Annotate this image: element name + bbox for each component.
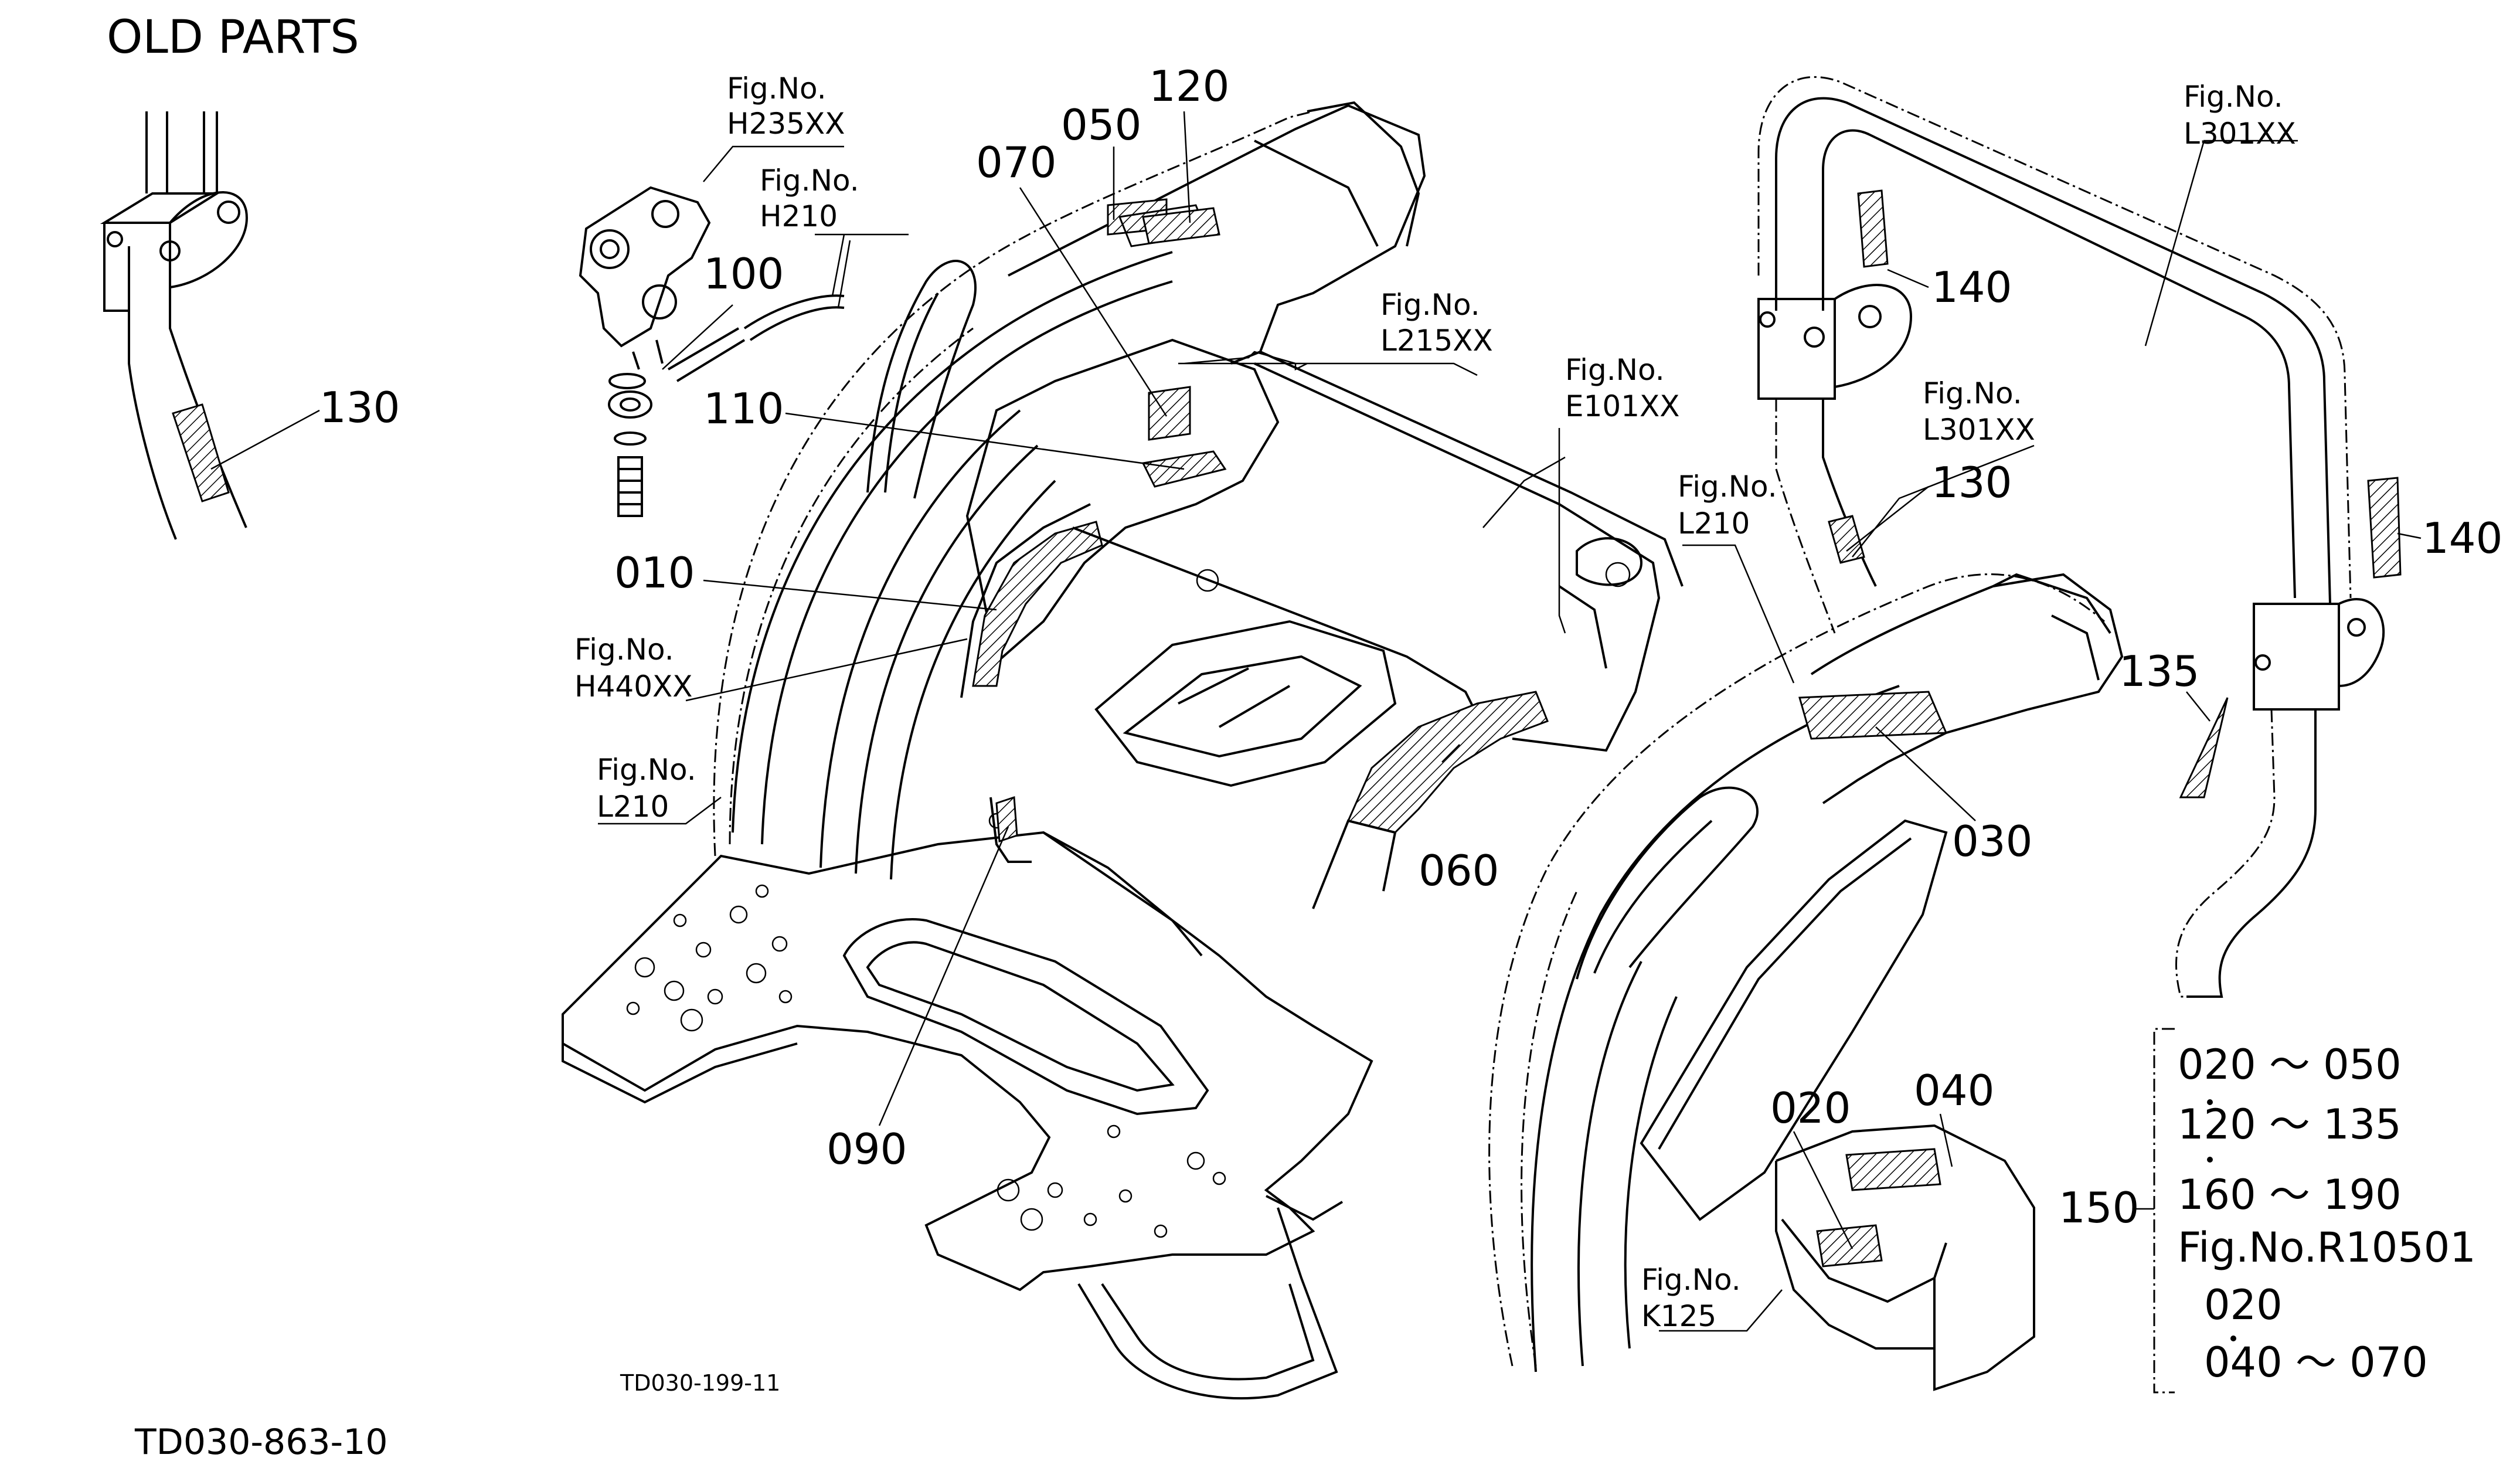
part-090: 090 <box>827 1124 907 1174</box>
svg-text:Fig.No.: Fig.No. <box>1678 470 1777 504</box>
svg-text:L210: L210 <box>1678 507 1750 541</box>
svg-text:Fig.No.: Fig.No. <box>1641 1263 1741 1297</box>
part-150: 150 <box>2059 1183 2139 1232</box>
leader-130-rops <box>1846 486 1929 552</box>
part-010: 010 <box>614 548 695 597</box>
part-040: 040 <box>1914 1066 1994 1115</box>
fig-ref-l215xx: Fig.No. L215XX <box>1380 288 1493 358</box>
old-bracket-drawing <box>100 111 248 540</box>
leader-070 <box>1019 187 1168 417</box>
leader-090 <box>878 826 1009 1126</box>
fig-ref-l301xx-mid: Fig.No. L301XX <box>1923 376 2035 447</box>
kit-line-1: 020 ～ 050 <box>2178 1041 2402 1089</box>
svg-text:H235XX: H235XX <box>727 107 845 141</box>
part-130-rops: 130 <box>1931 458 2012 507</box>
part-140-right: 140 <box>2422 514 2502 563</box>
part-030: 030 <box>1952 817 2032 866</box>
part-050: 050 <box>1061 100 1141 149</box>
leader-135 <box>2186 691 2210 722</box>
svg-text:L210: L210 <box>597 790 669 824</box>
svg-text:Fig.No.: Fig.No. <box>1380 288 1480 322</box>
leader-fig-l210-right <box>1682 544 1795 684</box>
leader-130-old <box>210 409 320 470</box>
leader-140-right <box>2397 532 2422 539</box>
svg-text:L301XX: L301XX <box>2184 117 2296 151</box>
svg-text:H210: H210 <box>760 199 838 233</box>
svg-text:Fig.No.: Fig.No. <box>1565 353 1665 387</box>
leader-fig-e101 <box>1558 428 1566 634</box>
part-060: 060 <box>1419 846 1499 895</box>
fig-ref-e101xx: Fig.No. E101XX <box>1565 353 1680 423</box>
svg-text:E101XX: E101XX <box>1565 389 1680 423</box>
leader-fig-h440 <box>685 638 968 702</box>
kit-line-4: Fig.No.R10501 <box>2178 1224 2476 1272</box>
fig-ref-h440xx: Fig.No. H440XX <box>574 633 693 704</box>
fig-ref-k125: Fig.No. K125 <box>1641 1263 1741 1333</box>
fig-ref-h210: Fig.No. H210 <box>760 164 859 233</box>
svg-text:H440XX: H440XX <box>574 670 693 704</box>
rops-frame-drawing <box>1757 76 2402 998</box>
left-fender-drawing <box>562 101 1684 1400</box>
leader-fig-k125 <box>1659 1289 1783 1332</box>
fig-ref-l210-right: Fig.No. L210 <box>1678 470 1777 541</box>
leader-140-top <box>1887 269 1929 288</box>
fig-ref-l301xx-top: Fig.No. L301XX <box>2184 80 2296 151</box>
part-135: 135 <box>2119 647 2199 696</box>
leader-020 <box>1793 1131 1854 1249</box>
leader-010 <box>703 579 997 611</box>
leader-110 <box>785 412 1185 470</box>
svg-text:K125: K125 <box>1641 1299 1716 1333</box>
leader-040 <box>1939 1113 1953 1167</box>
fig-ref-l210-left: Fig.No. L210 <box>597 753 696 824</box>
svg-text:Fig.No.: Fig.No. <box>760 164 859 198</box>
kit-line-6: 040 ～ 070 <box>2204 1338 2428 1387</box>
part-140-top: 140 <box>1931 263 2012 312</box>
fig-ref-h235xx: Fig.No. H235XX <box>727 72 845 141</box>
part-020: 020 <box>1770 1083 1851 1133</box>
kit-line-5: 020 <box>2204 1281 2283 1329</box>
leader-120 <box>1183 111 1191 223</box>
valve-drawing <box>579 186 851 517</box>
right-fender-drawing <box>1488 573 2124 1391</box>
part-110: 110 <box>703 384 784 433</box>
leader-030 <box>1875 726 1976 821</box>
svg-text:L215XX: L215XX <box>1380 324 1493 358</box>
kit-150-group: 150 020 ～ 050 120 ～ 135 160 ～ 190 Fig.No… <box>2059 1028 2476 1394</box>
page-title: OLD PARTS <box>107 11 359 64</box>
part-120: 120 <box>1149 62 1229 111</box>
part-100: 100 <box>703 249 784 298</box>
part-130-old: 130 <box>319 383 400 432</box>
leader-fig-l210-left <box>598 797 722 825</box>
svg-text:Fig.No.: Fig.No. <box>2184 80 2283 114</box>
svg-text:Fig.No.: Fig.No. <box>727 72 827 106</box>
part-070: 070 <box>976 138 1056 187</box>
leader-fig-l215 <box>1178 351 1478 376</box>
svg-text:Fig.No.: Fig.No. <box>1923 376 2022 410</box>
leader-100 <box>662 304 733 370</box>
svg-text:Fig.No.: Fig.No. <box>574 633 674 667</box>
drawing-code: TD030-199-11 <box>620 1370 780 1396</box>
leader-fig-h235 <box>703 145 844 182</box>
kit-line-3: 160 ～ 190 <box>2178 1171 2402 1219</box>
leader-fig-l301-mid <box>1852 444 2035 558</box>
footer-code: TD030-863-10 <box>134 1422 388 1463</box>
svg-text:L301XX: L301XX <box>1923 413 2035 447</box>
kit-line-2: 120 ～ 135 <box>2178 1100 2402 1148</box>
leader-060 <box>1441 744 1460 763</box>
leader-fig-l301-top <box>2144 140 2298 346</box>
svg-text:Fig.No.: Fig.No. <box>597 753 696 787</box>
leader-fig-l215b <box>1482 456 1566 528</box>
